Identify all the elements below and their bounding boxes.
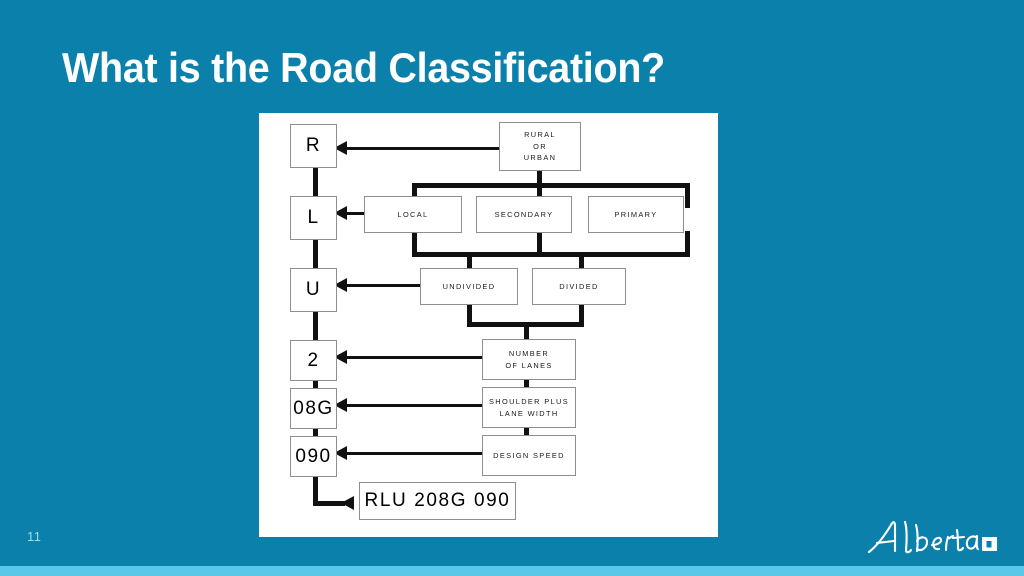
code-box-u-label: U	[305, 279, 322, 300]
descriptor-primary: PRIMARY	[588, 196, 684, 233]
descriptor-shoulder-lane-width-line-2: LANE WIDTH	[499, 408, 559, 418]
result-box: RLU 208G 090	[359, 482, 516, 520]
arrow-rural-urban-to-r	[344, 147, 501, 150]
code-box-u: U	[290, 268, 337, 312]
arrow-lanes-to-2	[344, 356, 484, 359]
bus-rise-secondary	[537, 231, 542, 255]
spine-r-to-l	[313, 168, 318, 215]
arrow-local-to-l	[344, 212, 366, 215]
arrowhead-result	[341, 496, 354, 510]
code-box-090-label: 090	[295, 445, 332, 467]
arrow-speed-to-090	[344, 452, 484, 455]
descriptor-divided: DIVIDED	[532, 268, 626, 305]
bus-rail-upper	[412, 183, 690, 188]
code-box-2: 2	[290, 340, 337, 381]
arrowhead-090	[334, 446, 347, 460]
bus-stem-lanes	[524, 322, 529, 350]
code-box-r: R	[290, 124, 337, 168]
page-title: What is the Road Classification?	[62, 44, 665, 91]
page-number: 11	[27, 529, 42, 544]
bus-rise-primary	[685, 231, 690, 255]
code-box-08g-label: 08G	[293, 397, 334, 419]
bus-drop-divided	[579, 252, 584, 274]
road-classification-diagram: R RURAL OR URBAN L	[259, 113, 718, 537]
bus-drop-secondary	[537, 183, 542, 208]
arrowhead-08g	[334, 398, 347, 412]
arrow-undivided-to-u	[344, 284, 422, 287]
spine-u-to-2	[313, 312, 318, 358]
arrowhead-2	[334, 350, 347, 364]
descriptor-rural-urban-line-2: OR	[533, 141, 547, 151]
link-shoulder-to-speed	[524, 426, 529, 442]
descriptor-rural-urban-line-1: RURAL	[524, 130, 556, 140]
diagram-canvas: R RURAL OR URBAN L	[259, 113, 718, 537]
spine-l-to-u	[313, 240, 318, 287]
bus-rail-lower	[412, 252, 690, 257]
descriptor-shoulder-lane-width: SHOULDER PLUS LANE WIDTH	[482, 387, 576, 428]
descriptor-rural-urban: RURAL OR URBAN	[499, 122, 581, 171]
descriptor-secondary-label: SECONDARY	[494, 209, 554, 219]
descriptor-local: LOCAL	[364, 196, 462, 233]
descriptor-design-speed-label: DESIGN SPEED	[493, 450, 565, 460]
code-box-l-label: L	[307, 207, 320, 228]
code-box-l: L	[290, 196, 337, 240]
arrow-shoulder-to-08g	[344, 404, 484, 407]
bus-drop-primary	[685, 183, 690, 208]
descriptor-design-speed: DESIGN SPEED	[482, 435, 576, 476]
code-box-r-label: R	[305, 135, 322, 156]
alberta-logo	[864, 515, 1004, 563]
spine-090-to-result	[313, 477, 318, 506]
descriptor-secondary: SECONDARY	[476, 196, 572, 233]
bus-drop-undivided	[467, 252, 472, 274]
code-box-08g: 08G	[290, 388, 337, 429]
bottom-accent-bar	[0, 566, 1024, 576]
arrowhead-u	[334, 278, 347, 292]
bus-rise-divided	[579, 303, 584, 325]
descriptor-undivided: UNDIVIDED	[420, 268, 518, 305]
descriptor-number-of-lanes-line-2: OF LANES	[505, 360, 553, 370]
bus-rise-local	[412, 231, 417, 255]
descriptor-divided-label: DIVIDED	[559, 281, 599, 291]
bus-drop-local	[412, 183, 417, 208]
descriptor-shoulder-lane-width-line-1: SHOULDER PLUS	[489, 397, 569, 407]
arrowhead-r	[334, 141, 347, 155]
code-box-090: 090	[290, 436, 337, 477]
descriptor-rural-urban-line-3: URBAN	[523, 153, 557, 163]
code-box-2-label: 2	[307, 349, 320, 371]
arrowhead-l	[334, 206, 347, 220]
link-lanes-to-shoulder	[524, 378, 529, 394]
descriptor-undivided-label: UNDIVIDED	[442, 281, 496, 291]
elbow-to-result	[313, 501, 345, 506]
result-box-label: RLU 208G 090	[364, 490, 511, 511]
descriptor-number-of-lanes: NUMBER OF LANES	[482, 339, 576, 380]
bus-stem-top	[537, 171, 542, 187]
bus-rise-undivided	[467, 303, 472, 325]
descriptor-primary-label: PRIMARY	[614, 209, 658, 219]
descriptor-number-of-lanes-line-1: NUMBER	[508, 349, 550, 359]
descriptor-local-label: LOCAL	[397, 209, 429, 219]
